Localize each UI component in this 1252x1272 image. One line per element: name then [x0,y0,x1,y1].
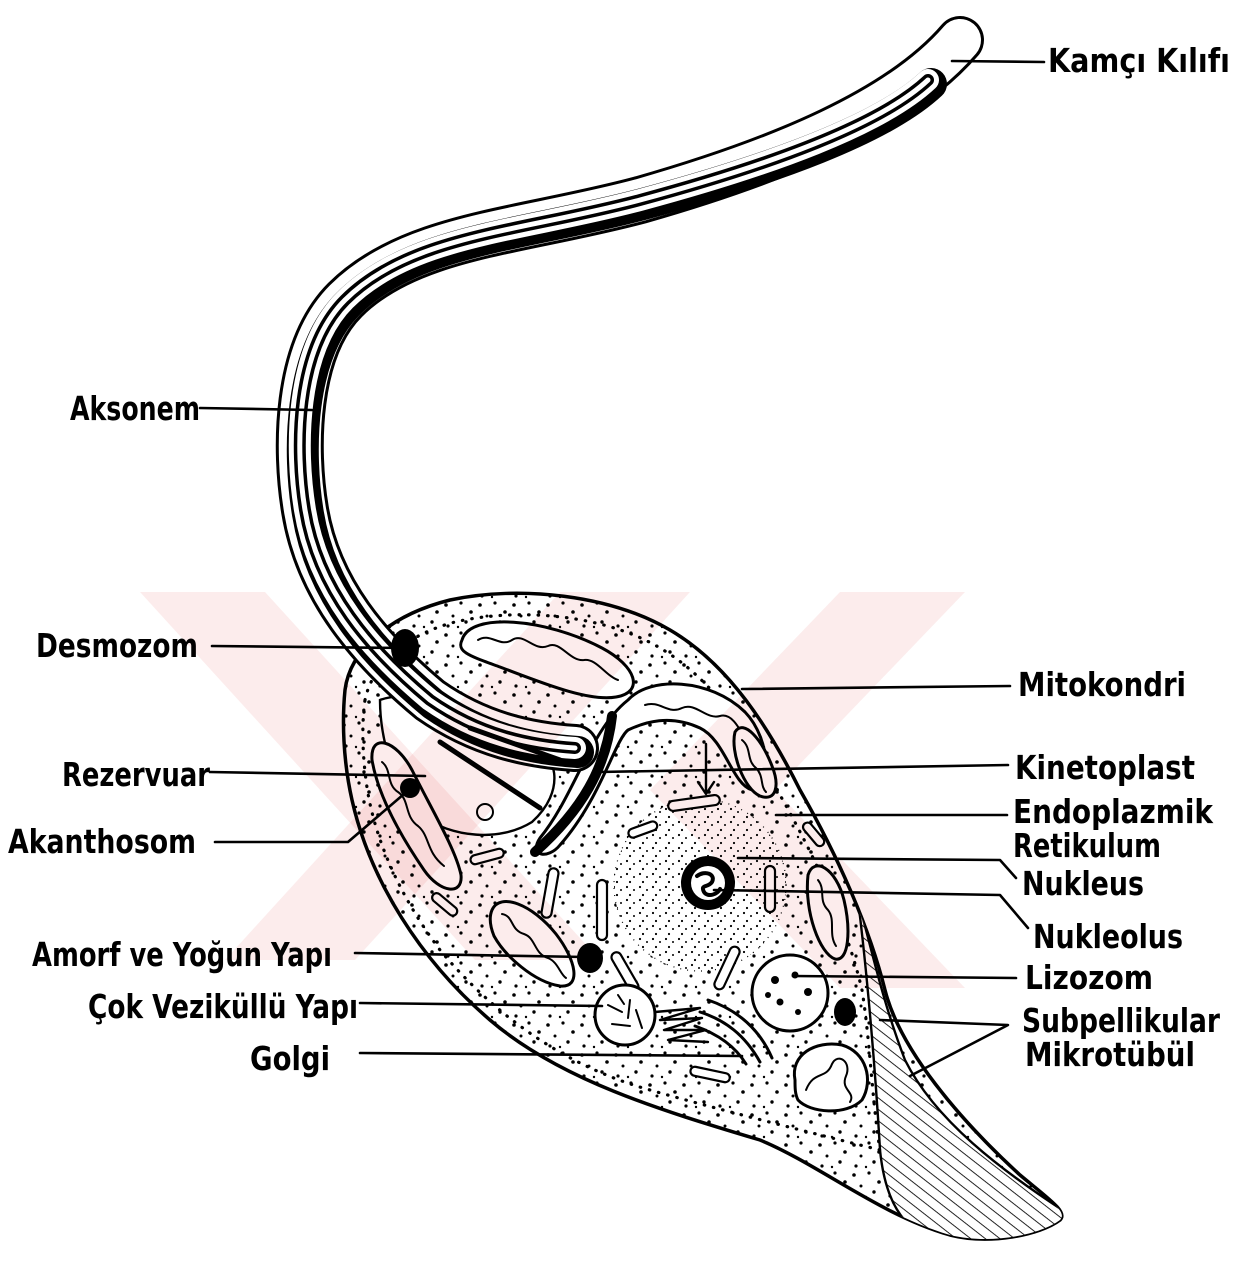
lysosome [752,955,828,1031]
mitochondrion-lower-right [794,1044,867,1111]
label-lysosome: Lizozom [1025,958,1153,997]
label-endoplasmic-reticulum-line2: Retikulum [1013,826,1161,865]
label-golgi: Golgi [250,1039,330,1078]
label-desmosome: Desmozom [36,626,198,665]
label-multivesicular-body: Çok Veziküllü Yapı [88,987,358,1026]
dense-granule [834,998,856,1026]
label-mitochondrion: Mitokondri [1018,665,1186,704]
label-flagellar-sheath: Kamçı Kılıfı [1048,41,1230,80]
label-nucleolus: Nukleolus [1033,917,1183,956]
label-axoneme: Aksonem [70,389,200,428]
label-subpellicular-microtubule-line2: Mikrotübül [1025,1035,1195,1074]
multivesicular-body [595,985,655,1045]
label-nucleus: Nukleus [1022,864,1144,903]
label-reservoir: Rezervuar [62,755,211,794]
label-kinetoplast: Kinetoplast [1015,748,1195,787]
label-amorphous-dense-body: Amorf ve Yoğun Yapı [32,935,332,974]
label-acanthosome: Akanthosom [8,822,196,861]
leader-flagellar-sheath [952,61,1044,62]
